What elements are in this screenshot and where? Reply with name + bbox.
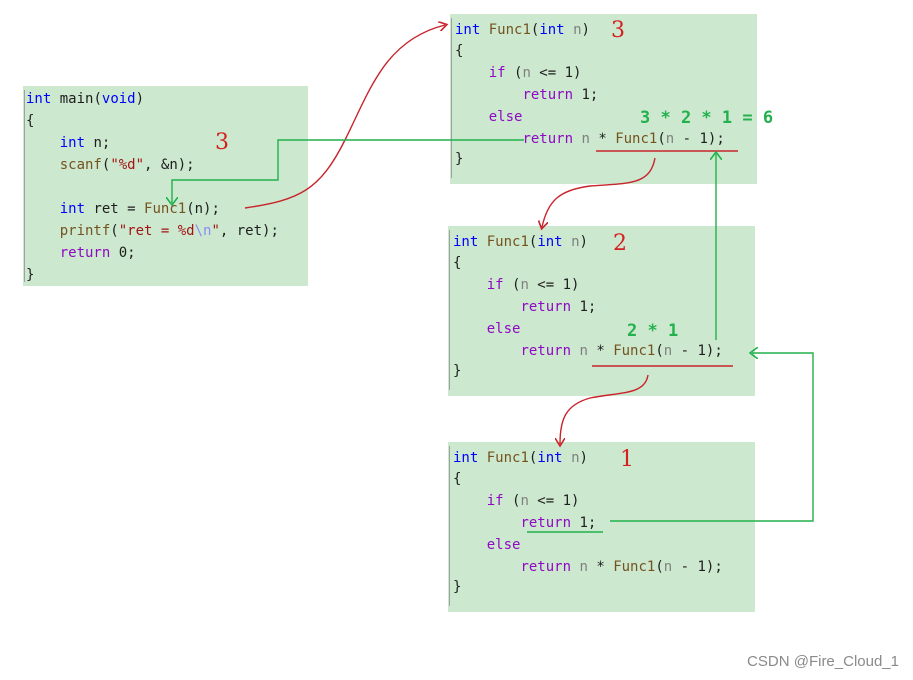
code-line: int main(void) (26, 91, 145, 107)
code-line: return n * Func1(n - 1); (522, 131, 725, 147)
code-line: return 1; (522, 87, 599, 103)
code-line: int Func1(int n) (453, 234, 588, 250)
code-gutter (24, 90, 28, 282)
code-line: else (488, 109, 523, 125)
watermark: CSDN @Fire_Cloud_1 (747, 653, 899, 670)
code-line: return 1; (520, 299, 597, 315)
code-gutter (449, 230, 453, 390)
func1-block-depth-2: int Func1(int n) { if (n <= 1) return 1;… (448, 226, 755, 396)
depth-label-1: 1 (620, 447, 634, 472)
code-line: scanf("%d", &n); (59, 157, 195, 173)
code-line: if (n <= 1) (488, 65, 582, 81)
code-line: } (453, 579, 462, 595)
code-line: else (486, 537, 521, 553)
code-line: if (n <= 1) (486, 277, 580, 293)
result-label-depth-2: 2 * 1 (627, 321, 679, 341)
code-line: { (453, 471, 462, 487)
code-line: int ret = Func1(n); (59, 201, 220, 217)
keyword-void: void (101, 91, 136, 107)
code-line: printf("ret = %d\n", ret); (59, 223, 279, 239)
code-line: { (453, 255, 462, 271)
code-line: return 1; (520, 515, 597, 531)
code-line: { (455, 43, 464, 59)
code-line: } (455, 151, 464, 167)
fn-main: main (59, 91, 94, 107)
depth-label-3: 3 (611, 18, 625, 43)
code-line: return 0; (59, 245, 136, 261)
main-n-value-label: 3 (215, 130, 229, 155)
func1-block-depth-1: int Func1(int n) { if (n <= 1) return 1;… (448, 442, 755, 612)
func1-block-depth-3: int Func1(int n) { if (n <= 1) return 1;… (450, 14, 757, 184)
main-code-block: int main(void) { int n; scanf("%d", &n);… (23, 86, 308, 286)
code-line: int n; (59, 135, 111, 151)
keyword-int: int (26, 91, 52, 107)
code-line: int Func1(int n) (453, 450, 588, 466)
code-gutter (451, 18, 455, 178)
code-line: { (26, 113, 35, 129)
depth-label-2: 2 (613, 231, 627, 256)
code-line: int Func1(int n) (455, 22, 590, 38)
code-line: if (n <= 1) (486, 493, 580, 509)
result-label-depth-3: 3 * 2 * 1 = 6 (640, 108, 774, 128)
code-line: else (486, 321, 521, 337)
code-line: return n * Func1(n - 1); (520, 343, 723, 359)
code-gutter (449, 446, 453, 606)
code-line: return n * Func1(n - 1); (520, 559, 723, 575)
code-line: } (453, 363, 462, 379)
code-line: } (26, 267, 35, 283)
